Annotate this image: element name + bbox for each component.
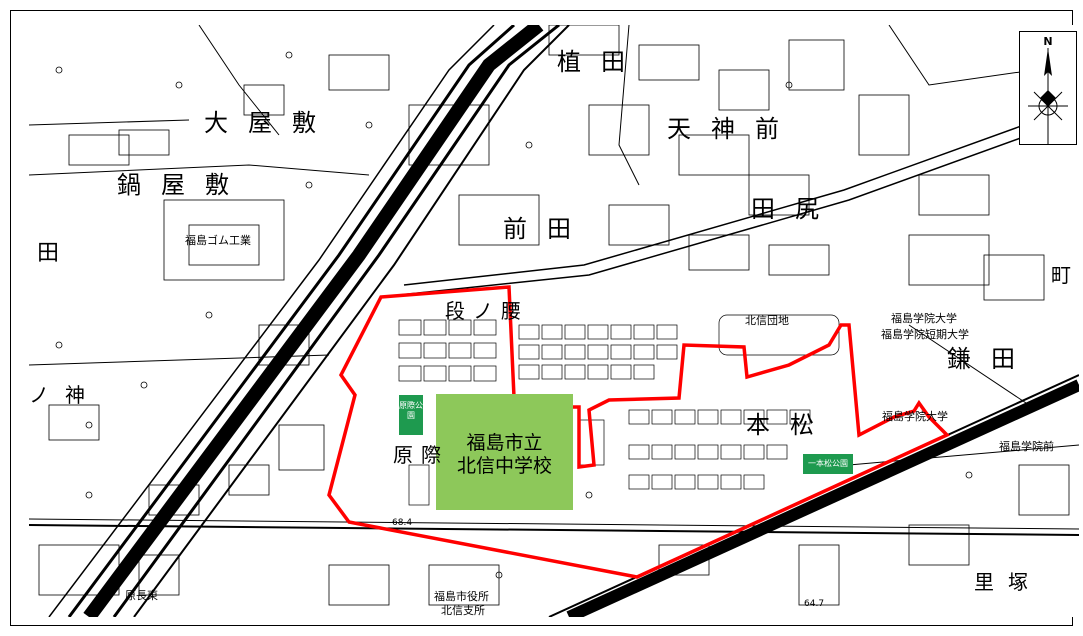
facility-gakuin-dai: 福島学院大学: [891, 312, 957, 325]
north-label: N: [1043, 35, 1053, 48]
school-kitanobu[interactable]: 福島市立 北信中学校: [436, 394, 573, 510]
place-ta: 田: [37, 241, 80, 266]
school-name-line1: 福島市立: [466, 432, 543, 454]
park-ipponmatsu-label: 一本松公園: [808, 459, 848, 468]
park-genba-label: 原際公園: [399, 401, 423, 420]
school-name-line2: 北信中学校: [456, 455, 552, 477]
place-kamata: 鎌田: [947, 345, 1035, 373]
compass-rose: N: [1019, 31, 1077, 145]
north-arrow-icon: [1028, 48, 1068, 144]
place-ipponmatsu: 本松: [746, 411, 834, 439]
map-linework: [29, 25, 1079, 617]
place-machi: 町: [1051, 263, 1071, 287]
spot-height-a: 68.4: [392, 518, 413, 528]
place-oyashiki: 大屋敷: [204, 109, 336, 137]
place-sato-tsuka: 里塚: [974, 570, 1042, 594]
place-maeda: 前田: [503, 215, 591, 243]
place-tenjinmae: 天神前: [667, 115, 799, 143]
facility-gakuin-dai2: 福島学院大学: [882, 410, 948, 423]
place-uekita: 植田: [557, 48, 645, 76]
place-genba: 原際: [393, 443, 449, 467]
facility-kitanobu-danchi: 北信団地: [745, 314, 789, 327]
facility-kitanobu-shisho: 北信支所: [441, 604, 485, 617]
place-nabeyashiki: 鍋屋敷: [117, 171, 249, 199]
district-boundary: [327, 285, 951, 579]
facility-shiyakusho: 福島市役所: [434, 590, 489, 603]
facility-gakuin-tandai: 福島学院短期大学: [881, 328, 969, 341]
place-tajiri: 田尻: [751, 195, 839, 223]
spot-height-b: 64.7: [804, 599, 825, 609]
map-frame: 福島市立 北信中学校 原際公園 一本松公園 大屋敷 鍋屋敷 植田 天神前 前田 …: [10, 10, 1079, 626]
facility-harasaki: 原長東: [125, 589, 158, 602]
place-rinokami: ノ神: [29, 383, 101, 407]
place-dannoyashiki: 段ノ腰: [445, 299, 529, 323]
park-ipponmatsu[interactable]: 一本松公園: [803, 454, 853, 474]
facility-gomu: 福島ゴム工業: [185, 234, 251, 247]
park-genba[interactable]: 原際公園: [399, 395, 423, 435]
map-area[interactable]: 福島市立 北信中学校 原際公園 一本松公園 大屋敷 鍋屋敷 植田 天神前 前田 …: [29, 25, 1079, 617]
facility-gakuin-mae: 福島学院前: [999, 440, 1054, 453]
